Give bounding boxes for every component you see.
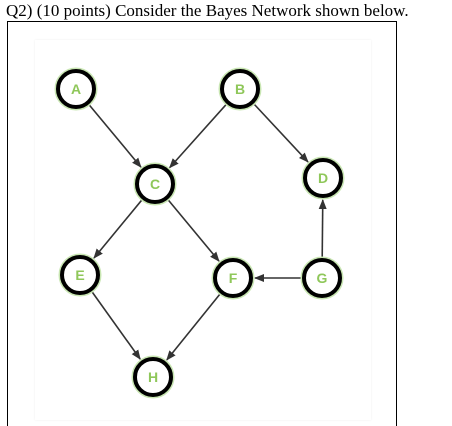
edge-a-to-c [88,103,142,168]
edge-b-to-d [253,103,309,163]
node-circle [220,69,260,109]
node-label: H [148,369,158,385]
node-glow-ring [58,253,102,297]
node-label: G [317,270,328,286]
node-d: D [301,156,345,200]
node-label: A [71,81,81,97]
node-circle [135,164,175,204]
node-circle [56,69,96,109]
bayes-network-figure: A B C D E F G H [35,40,371,420]
node-glow-ring [301,156,345,200]
node-glow-ring [218,67,262,111]
node-e: E [58,253,102,297]
node-glow-ring [211,256,255,300]
bayes-network-diagram: A B C D E F G H [54,67,345,399]
node-f: F [211,256,255,300]
edge-g-to-d [318,198,327,259]
node-label: E [75,267,84,283]
node-circle [60,255,100,295]
edge-b-to-c [169,103,228,169]
node-label: F [229,270,238,286]
answer-box-frame [7,21,397,426]
node-circle [133,357,173,397]
node-a: A [54,67,98,111]
node-label: D [318,170,328,186]
node-c: C [133,162,177,206]
node-circle [302,258,342,298]
edge-e-to-h [90,290,141,360]
edge-c-to-f [167,198,220,262]
node-label: C [150,176,160,192]
edges-layer [88,103,327,361]
question-heading: Q2) (10 points) Consider the Bayes Netwo… [6,1,409,20]
nodes-layer: A B C D E F G H [54,67,345,399]
node-glow-ring [133,162,177,206]
node-circle [303,158,343,198]
node-g: G [300,256,344,300]
node-label: B [235,81,245,97]
node-b: B [218,67,262,111]
edge-c-to-e [93,198,143,259]
edge-f-to-h [166,293,222,361]
node-h: H [131,355,175,399]
node-glow-ring [54,67,98,111]
node-glow-ring [300,256,344,300]
node-glow-ring [131,355,175,399]
node-circle [213,258,253,298]
